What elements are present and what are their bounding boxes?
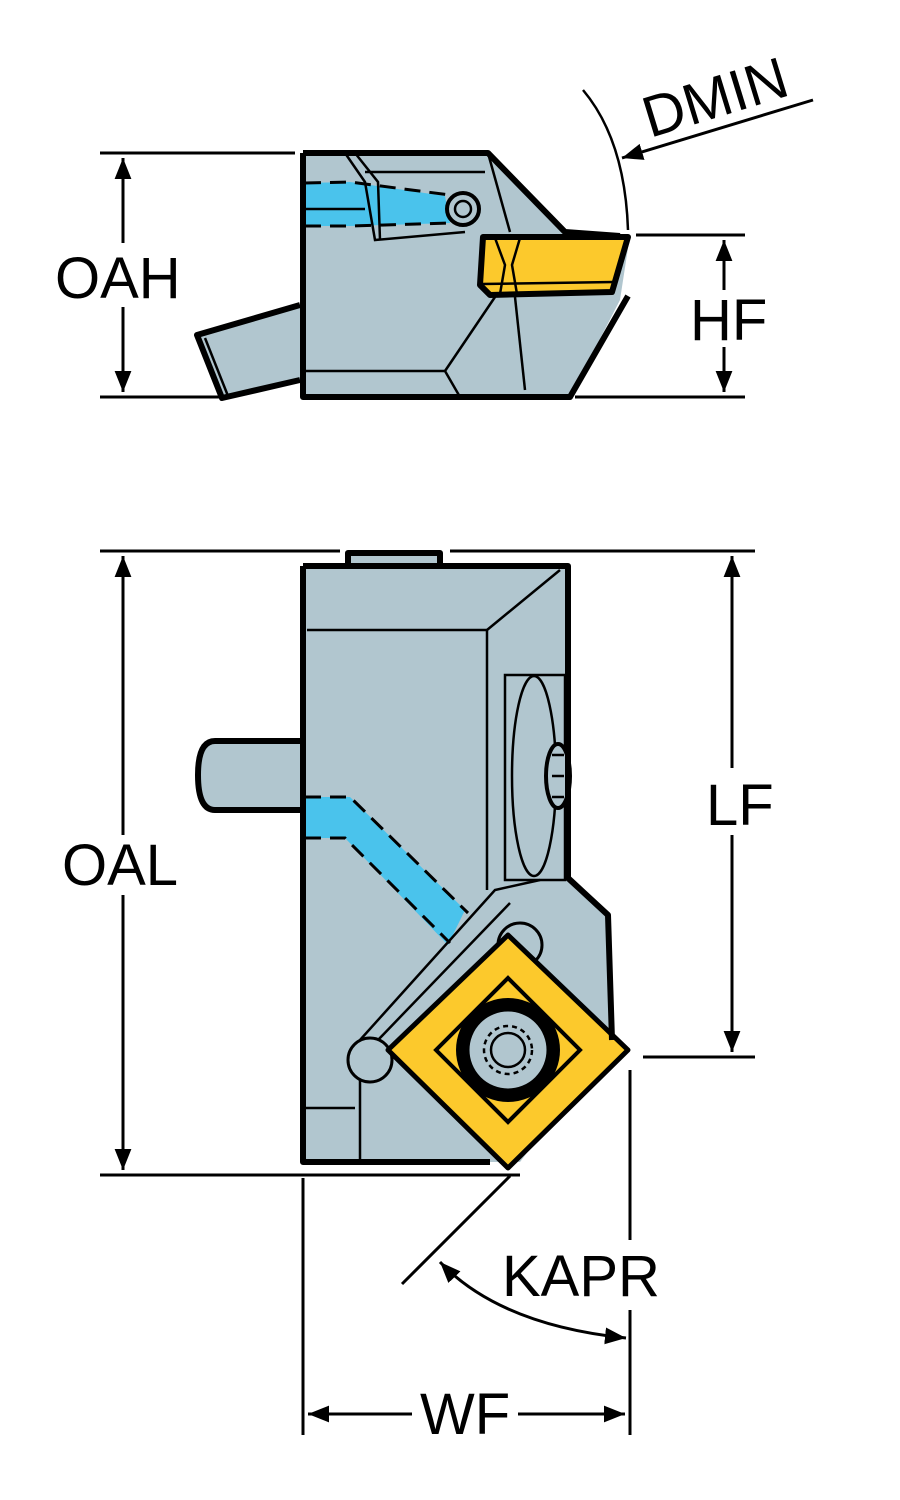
wf-label: WF [420, 1382, 510, 1447]
kapr-label: KAPR [502, 1244, 660, 1309]
hf-label: HF [690, 288, 767, 353]
oah-label: OAH [55, 246, 181, 311]
dmin-leader [621, 98, 814, 160]
insert-top [385, 932, 631, 1171]
coolant-channel-side [305, 182, 450, 226]
top-shank [198, 741, 300, 810]
kapr-arc [438, 1260, 627, 1345]
oal-label: OAL [62, 833, 178, 898]
dmin-label: DMIN [635, 45, 796, 150]
side-view: DMIN OAH HF [55, 45, 814, 401]
coolant-channel-top [305, 797, 465, 945]
clamp-screw-side [445, 191, 481, 227]
lf-label: LF [706, 773, 774, 838]
top-view: OAL LF WF KAPR [62, 549, 774, 1447]
